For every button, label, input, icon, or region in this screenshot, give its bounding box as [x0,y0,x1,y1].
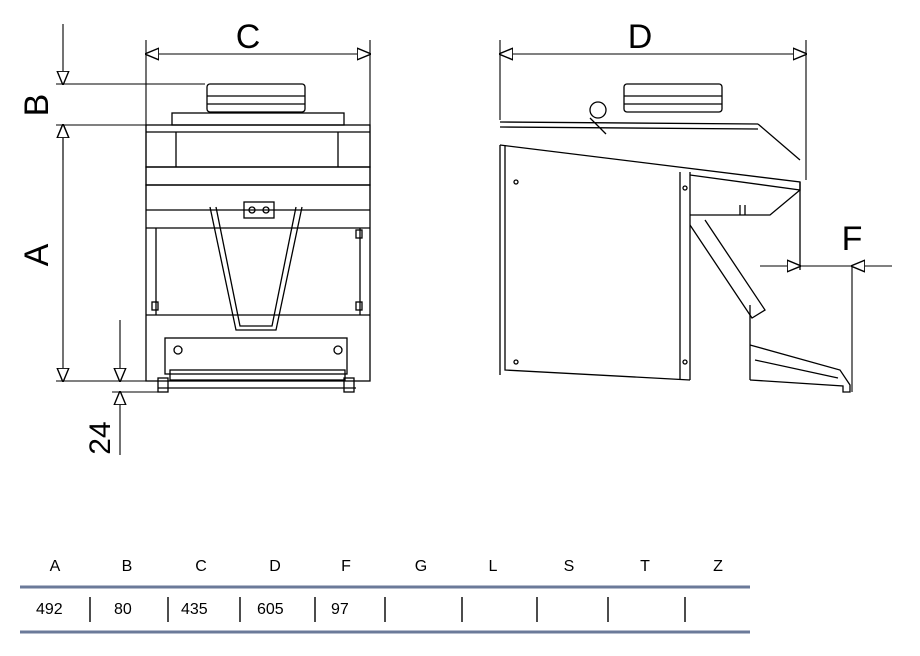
dim-label-a: A [18,243,56,266]
dim-label-d: D [628,18,653,56]
dim-label-b: B [18,94,56,117]
side-view [499,83,851,393]
table-header-a: A [50,558,61,575]
table-value-b: 80 [114,601,132,618]
front-dimensions [56,24,370,455]
table-header-g: G [415,558,427,575]
table-header-f: F [341,558,351,575]
table-header-l: L [489,558,498,575]
side-dimensions [500,40,892,392]
table-header-z: Z [713,558,723,575]
table-value-c: 435 [181,601,208,618]
table-header-d: D [269,558,281,575]
dimension-table: A B C D F G L S T Z 492 80 435 605 97 [20,558,750,634]
dim-label-c: C [236,18,261,56]
table-value-f: 97 [331,601,349,618]
table-header-c: C [195,558,207,575]
table-header-b: B [122,558,133,575]
dim-label-f: F [842,220,863,258]
front-view [145,83,371,393]
table-header-t: T [640,558,650,575]
dim-label-24: 24 [84,421,117,454]
table-header-s: S [564,558,575,575]
table-value-d: 605 [257,601,284,618]
table-value-a: 492 [36,601,63,618]
